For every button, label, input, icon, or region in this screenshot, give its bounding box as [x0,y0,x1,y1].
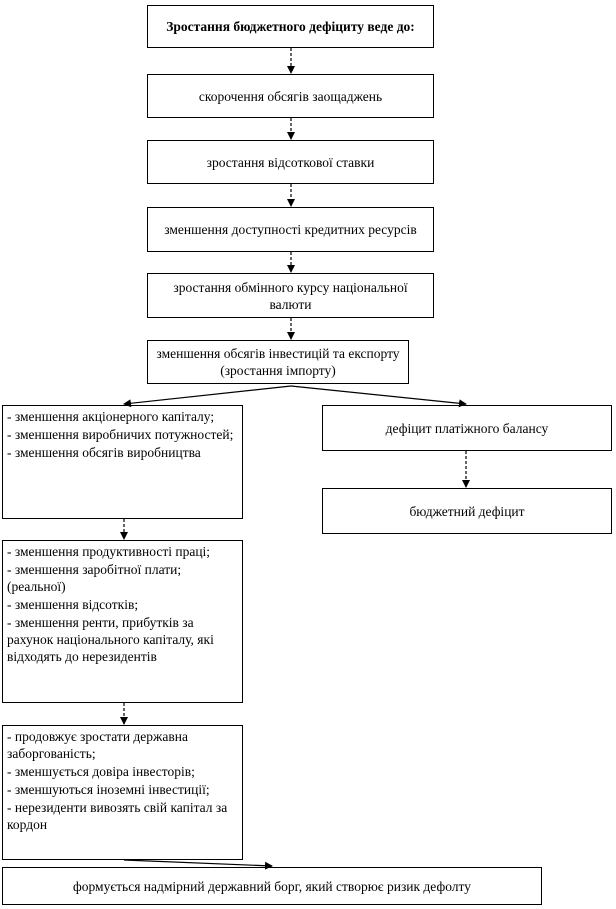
arrow-left3-to-bottom [123,859,273,870]
bottom-box-default-risk-text: формується надмірний державний борг, яки… [73,878,471,894]
bottom-box-default-risk: формується надмірний державний борг, яки… [2,867,542,905]
chain-box-savings: скорочення обсягів заощаджень [147,74,434,118]
arrow-investment-to-left [123,385,292,408]
chain-box-investment-export: зменшення обсягів інвестицій та експорту… [147,340,409,384]
chain-box-interest-rate: зростання відсоткової ставки [147,140,434,184]
right-box-balance-deficit-text: дефіцит платіжного балансу [385,420,549,436]
chain-text-interest-rate: зростання відсоткової ставки [206,154,375,170]
chain-text-credit-availability: зменшення доступності кредитних ресурсів [164,222,417,237]
left-box-debt-item: - зменшуються іноземні інвестиції; [7,782,210,797]
chain-text-savings: скорочення обсягів заощаджень [198,88,383,104]
chain-text-investment-export: зменшення обсягів інвестицій та експорту… [156,346,400,378]
chain-box-exchange-rate: зростання обмінного курсу національної в… [147,273,434,318]
left-box-capital-item: - зменшення обсягів виробництва [7,445,201,460]
left-box-debt: - продовжує зростати державна заборгован… [2,725,243,860]
title-box: Зростання бюджетного дефіциту веде до: [147,5,434,48]
left-box-productivity-item: - зменшення ренти, прибутків за рахунок … [7,615,214,664]
arrow-investment-to-right [290,385,467,408]
left-box-debt-item: - продовжує зростати державна заборгован… [7,729,188,761]
title-text: Зростання бюджетного дефіциту веде до: [166,19,415,34]
chain-text-exchange-rate: зростання обмінного курсу національної в… [173,279,408,312]
right-box-balance-deficit: дефіцит платіжного балансу [322,405,612,451]
left-box-capital-item: - зменшення акціонерного капіталу; [7,409,215,424]
left-box-productivity-item: - зменшення відсотків; [7,597,139,612]
left-box-productivity-item: - зменшення заробітної плати; (реальної) [7,562,182,594]
left-box-capital-item: - зменшення виробничих потужностей; [7,427,234,442]
chain-box-credit-availability: зменшення доступності кредитних ресурсів [147,207,434,252]
left-box-productivity: - зменшення продуктивності праці; - змен… [2,540,243,703]
right-box-budget-deficit-text: бюджетний дефіцит [409,503,525,519]
left-box-productivity-item: - зменшення продуктивності праці; [7,544,211,559]
left-box-debt-item: - зменшується довіра інвесторів; [7,764,195,779]
left-box-capital: - зменшення акціонерного капіталу; - зме… [2,405,243,519]
right-box-budget-deficit: бюджетний дефіцит [322,488,612,534]
left-box-debt-item: - нерезиденти вивозять свій капітал за к… [7,800,228,832]
